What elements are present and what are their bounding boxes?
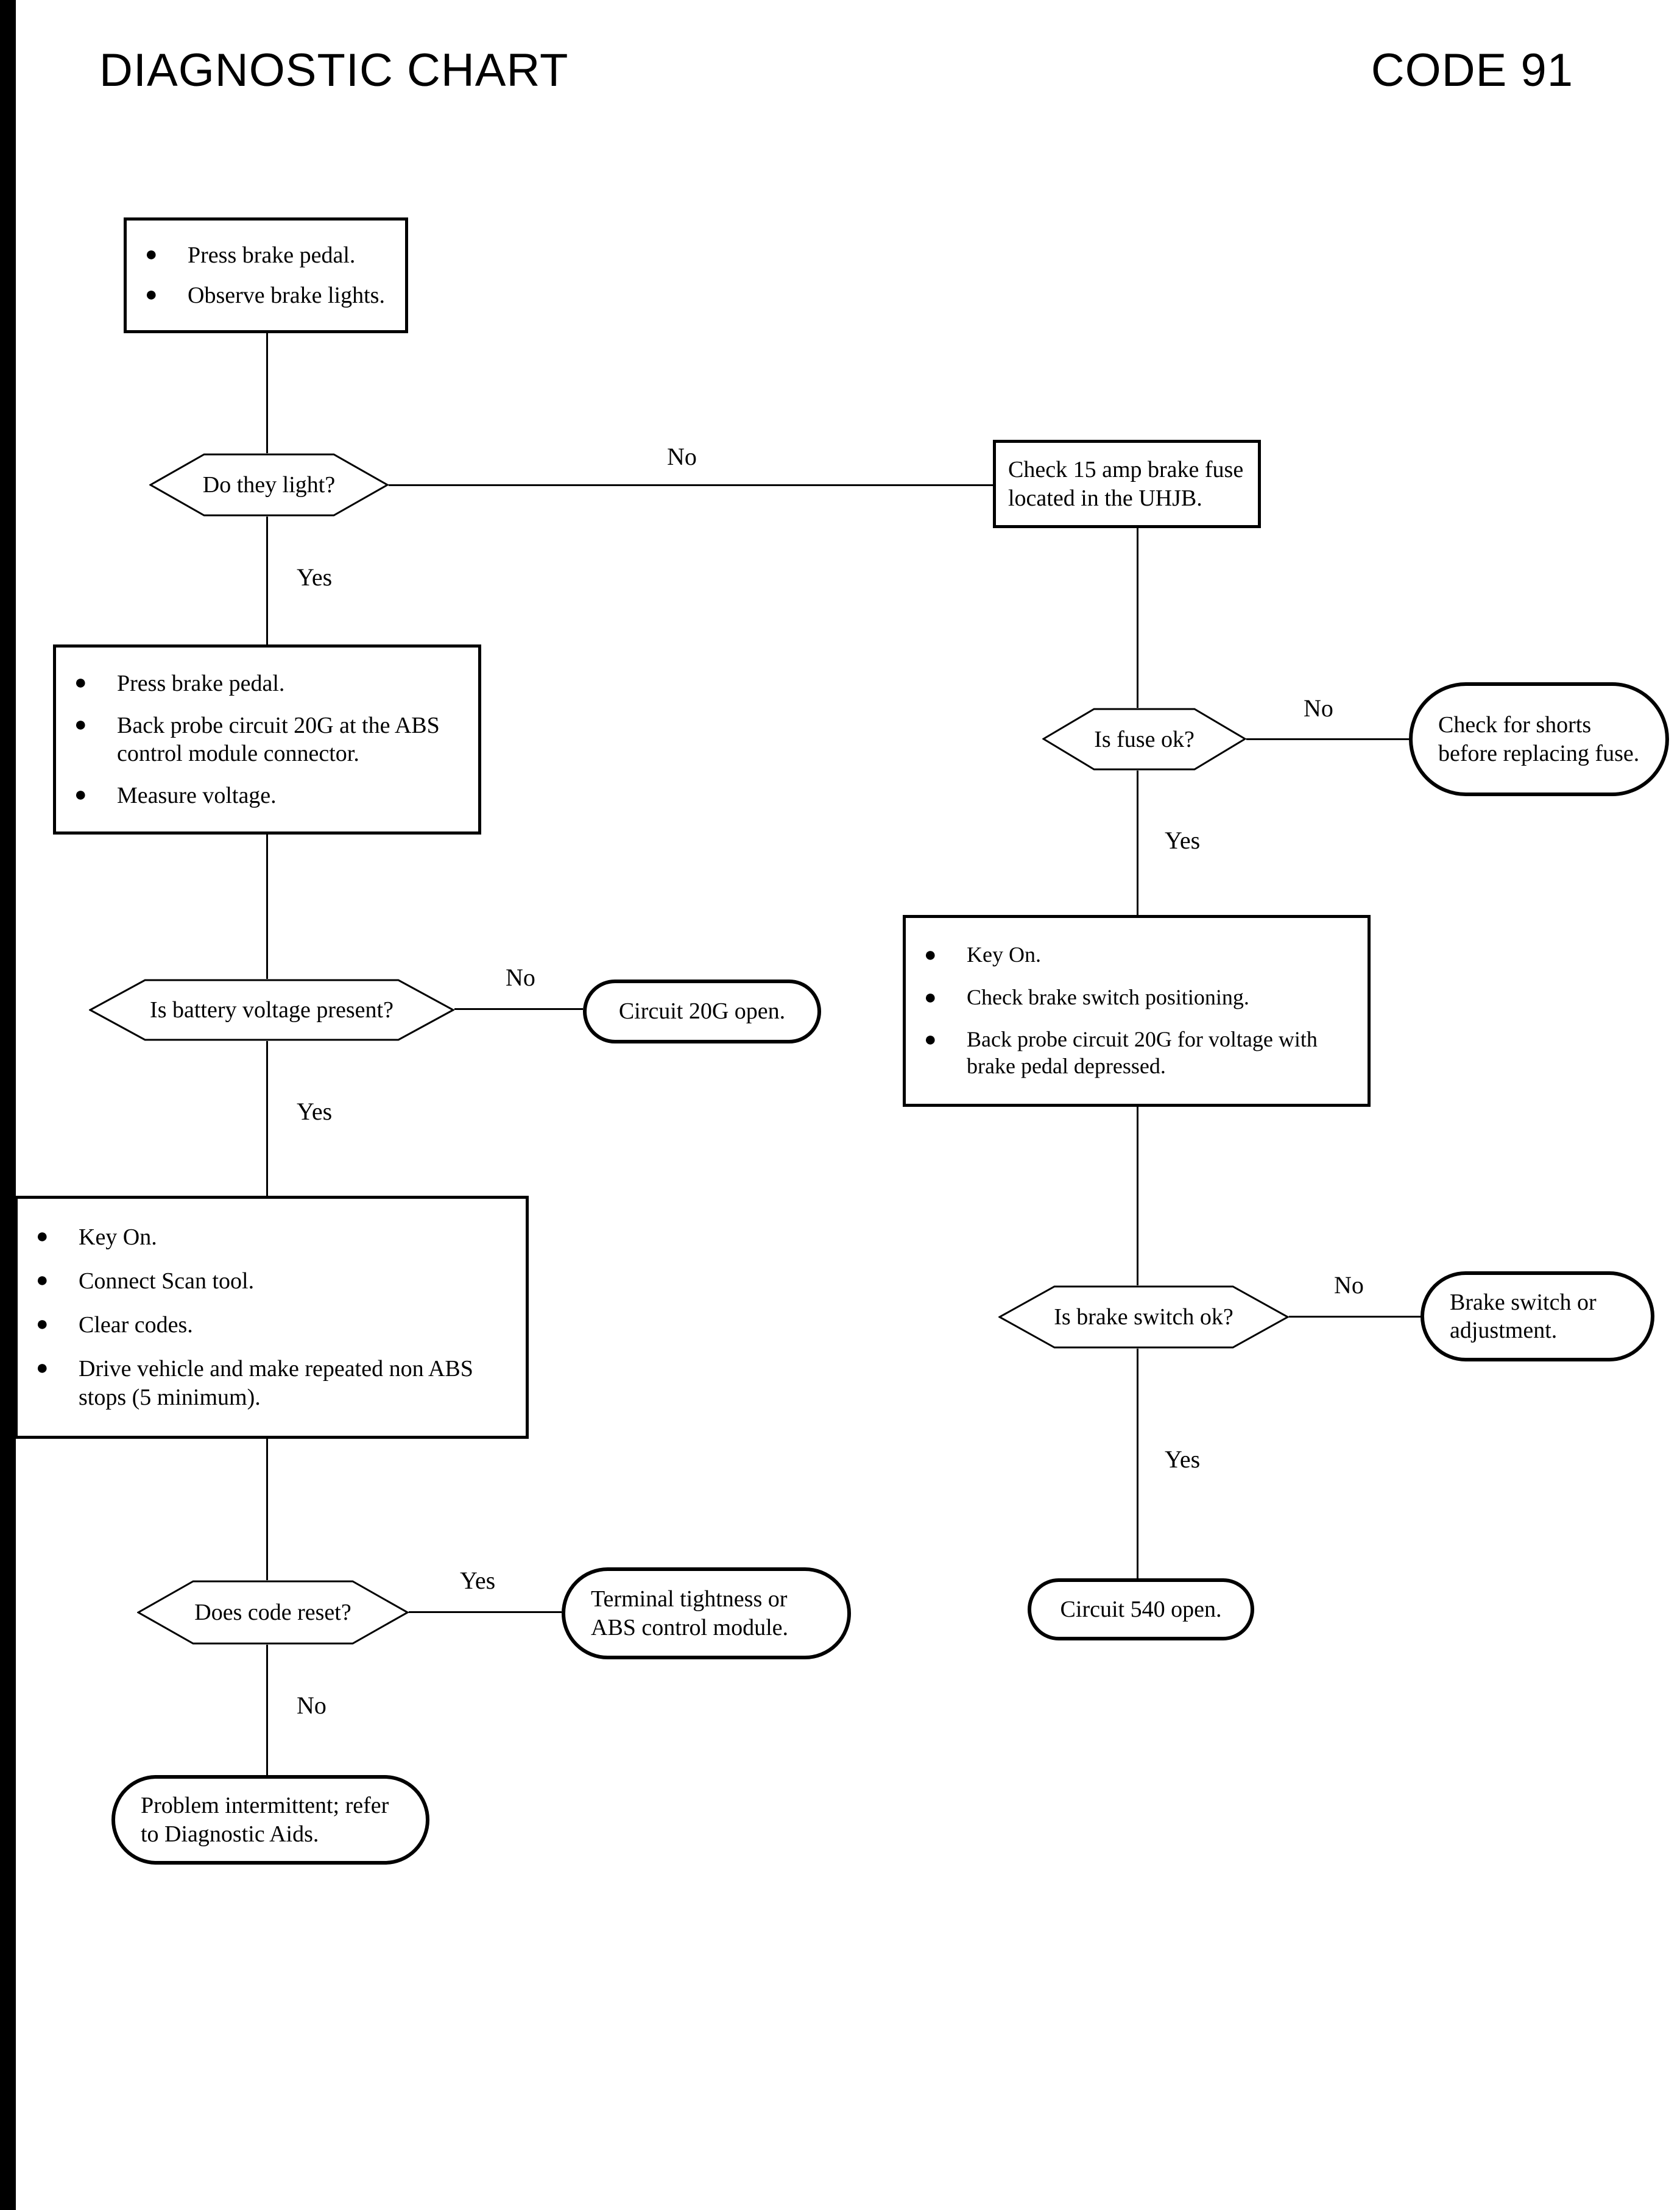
terminator-text: Circuit 540 open. — [1060, 1596, 1222, 1622]
bullet-icon: ● — [74, 713, 87, 736]
edge-label-no: No — [1304, 694, 1333, 722]
terminator-text: Check for shorts before replacing fuse. — [1438, 712, 1640, 766]
step-text: Back probe circuit 20G at the ABS contro… — [117, 712, 440, 766]
step-text: Check brake switch positioning. — [967, 984, 1249, 1009]
bullet-icon: ● — [36, 1313, 49, 1336]
decision-text: Is fuse ok? — [1094, 726, 1195, 752]
list-item: ● Drive vehicle and make repeated non ABS… — [36, 1355, 514, 1411]
bullet-icon: ● — [36, 1357, 49, 1380]
connector-yes-to-key-on-right — [1137, 771, 1138, 915]
step-text: Check 15 amp brake fuse located in the U… — [1008, 457, 1244, 511]
edge-label-no: No — [297, 1692, 326, 1719]
decision-does-code-reset: Does code reset? — [137, 1580, 409, 1645]
hexagon-shape — [89, 979, 454, 1041]
terminator-problem-intermittent: Problem intermittent; refer to Diagnosti… — [111, 1775, 429, 1865]
connector-yes-to-key-on-left — [266, 1041, 268, 1196]
list-item: ● Clear codes. — [36, 1311, 514, 1339]
terminator-text: Circuit 20G open. — [618, 998, 786, 1025]
hexagon-shape — [1042, 708, 1246, 771]
hexagon-shape — [137, 1580, 409, 1645]
connector-yes-to-back-probe — [266, 517, 268, 644]
bullet-icon: ● — [74, 783, 87, 806]
decision-brake-switch-ok: Is brake switch ok? — [998, 1285, 1289, 1349]
scan-edge-artifact — [0, 0, 16, 2210]
edge-label-yes: Yes — [1165, 1446, 1201, 1473]
decision-text: Is battery voltage present? — [150, 997, 394, 1023]
decision-text: Do they light? — [202, 472, 336, 498]
process-box-press-observe: ● Press brake pedal. ● Observe brake light… — [124, 217, 408, 333]
edge-label-no: No — [1334, 1271, 1364, 1299]
page-code: CODE 91 — [1371, 44, 1573, 96]
bullet-icon: ● — [74, 671, 87, 694]
step-text: Measure voltage. — [117, 782, 277, 808]
terminator-terminal-tightness: Terminal tightness or ABS control module… — [562, 1567, 851, 1659]
bullet-icon: ● — [36, 1224, 49, 1248]
bullet-icon: ● — [924, 986, 937, 1009]
connector-box1-to-do-they-light — [266, 333, 268, 453]
list-item: ● Press brake pedal. — [74, 669, 466, 697]
step-text: Observe brake lights. — [188, 282, 385, 308]
process-box-back-probe: ● Press brake pedal. ● Back probe circuit … — [53, 644, 481, 835]
decision-battery-voltage: Is battery voltage present? — [89, 979, 454, 1041]
hexagon-shape — [998, 1285, 1289, 1349]
decision-text: Does code reset? — [194, 1600, 351, 1625]
step-text: Drive vehicle and make repeated non ABS … — [79, 1356, 473, 1410]
terminator-circuit-540-open: Circuit 540 open. — [1028, 1578, 1254, 1640]
connector-key-on-left-to-code-reset — [266, 1439, 268, 1580]
page-title: DIAGNOSTIC CHART — [99, 44, 569, 96]
list-item: ● Check brake switch positioning. — [924, 984, 1355, 1011]
edge-label-no: No — [506, 964, 535, 991]
edge-label-yes: Yes — [1165, 827, 1201, 854]
connector-key-on-right-to-brake-switch — [1137, 1107, 1138, 1285]
connector-no-to-check-shorts — [1246, 738, 1409, 740]
list-item: ● Press brake pedal. — [145, 241, 393, 269]
step-text: Key On. — [967, 942, 1041, 967]
bullet-icon: ● — [924, 944, 937, 967]
connector-yes-to-terminal — [409, 1611, 562, 1613]
decision-is-fuse-ok: Is fuse ok? — [1042, 708, 1246, 771]
list-item: ● Connect Scan tool. — [36, 1267, 514, 1295]
connector-no-to-problem — [266, 1645, 268, 1775]
edge-label-yes: Yes — [297, 563, 333, 591]
step-text: Press brake pedal. — [188, 242, 356, 268]
connector-back-probe-to-battery — [266, 835, 268, 979]
edge-label-no: No — [667, 443, 697, 470]
step-text: Key On. — [79, 1224, 157, 1250]
step-text: Back probe circuit 20G for voltage with … — [967, 1026, 1318, 1078]
connector-no-to-circuit-20g — [454, 1008, 583, 1010]
list-item: ● Key On. — [924, 942, 1355, 969]
bullet-icon: ● — [36, 1269, 49, 1292]
decision-text: Is brake switch ok? — [1054, 1304, 1234, 1330]
step-text: Connect Scan tool. — [79, 1268, 255, 1294]
terminator-brake-switch-adjustment: Brake switch or adjustment. — [1421, 1271, 1654, 1361]
terminator-check-shorts: Check for shorts before replacing fuse. — [1409, 682, 1669, 796]
hexagon-shape — [149, 453, 389, 517]
list-item: ● Back probe circuit 20G at the ABS contr… — [74, 711, 466, 768]
bullet-icon: ● — [145, 283, 158, 306]
terminator-text: Brake switch or adjustment. — [1450, 1289, 1597, 1343]
connector-yes-to-circuit-540 — [1137, 1349, 1138, 1578]
connector-check-fuse-to-fuse-ok — [1137, 528, 1138, 708]
process-box-key-on-right: ● Key On. ● Check brake switch positioning… — [903, 915, 1371, 1107]
bullet-icon: ● — [924, 1028, 937, 1051]
list-item: ● Measure voltage. — [74, 782, 466, 810]
bullet-icon: ● — [145, 242, 158, 266]
edge-label-yes: Yes — [460, 1567, 496, 1594]
step-text: Clear codes. — [79, 1312, 193, 1338]
list-item: ● Key On. — [36, 1223, 514, 1251]
list-item: ● Back probe circuit 20G for voltage with… — [924, 1026, 1355, 1080]
terminator-text: Problem intermittent; refer to Diagnosti… — [141, 1793, 389, 1847]
terminator-text: Terminal tightness or ABS control module… — [591, 1586, 789, 1640]
list-item: ● Observe brake lights. — [145, 281, 393, 309]
connector-no-to-check-fuse — [389, 484, 993, 486]
process-box-check-fuse: Check 15 amp brake fuse located in the U… — [993, 440, 1261, 528]
terminator-circuit-20g-open: Circuit 20G open. — [583, 980, 821, 1043]
step-text: Press brake pedal. — [117, 671, 285, 697]
decision-do-they-light: Do they light? — [149, 453, 389, 517]
connector-no-to-brake-adjustment — [1289, 1316, 1421, 1318]
process-box-key-on-left: ● Key On. ● Connect Scan tool. ● Clear code… — [15, 1196, 529, 1439]
edge-label-yes: Yes — [297, 1098, 333, 1125]
